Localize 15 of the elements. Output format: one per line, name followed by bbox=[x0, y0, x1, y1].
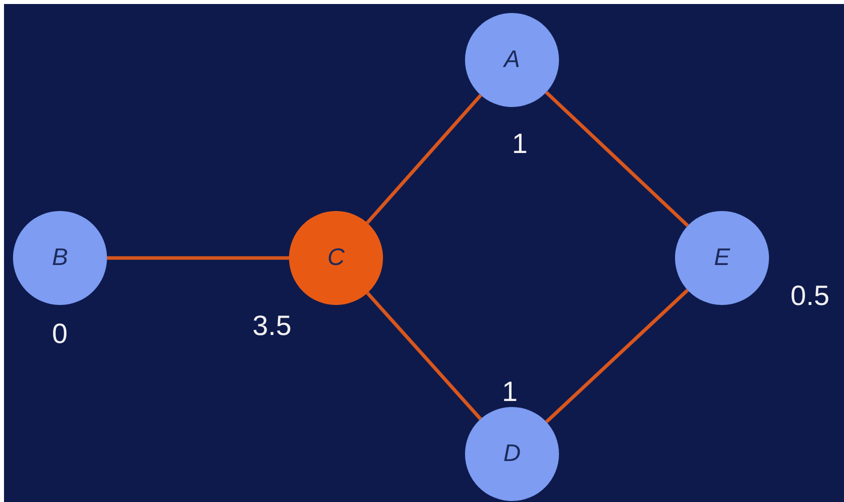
node-value: 0 bbox=[52, 318, 68, 350]
node-label: D bbox=[503, 440, 521, 468]
node-value: 0.5 bbox=[790, 280, 830, 312]
node-label: B bbox=[52, 244, 68, 272]
node-value: 1 bbox=[512, 128, 528, 160]
node-value: 1 bbox=[502, 376, 518, 408]
node-label: A bbox=[504, 46, 520, 74]
edge-line bbox=[545, 288, 689, 424]
edge-line bbox=[545, 90, 689, 228]
node-label: E bbox=[714, 244, 730, 272]
node-label: C bbox=[327, 244, 345, 272]
node-value: 3.5 bbox=[252, 310, 292, 342]
edge-line bbox=[366, 292, 482, 420]
edge-line bbox=[107, 256, 289, 260]
edge-line bbox=[366, 94, 482, 224]
